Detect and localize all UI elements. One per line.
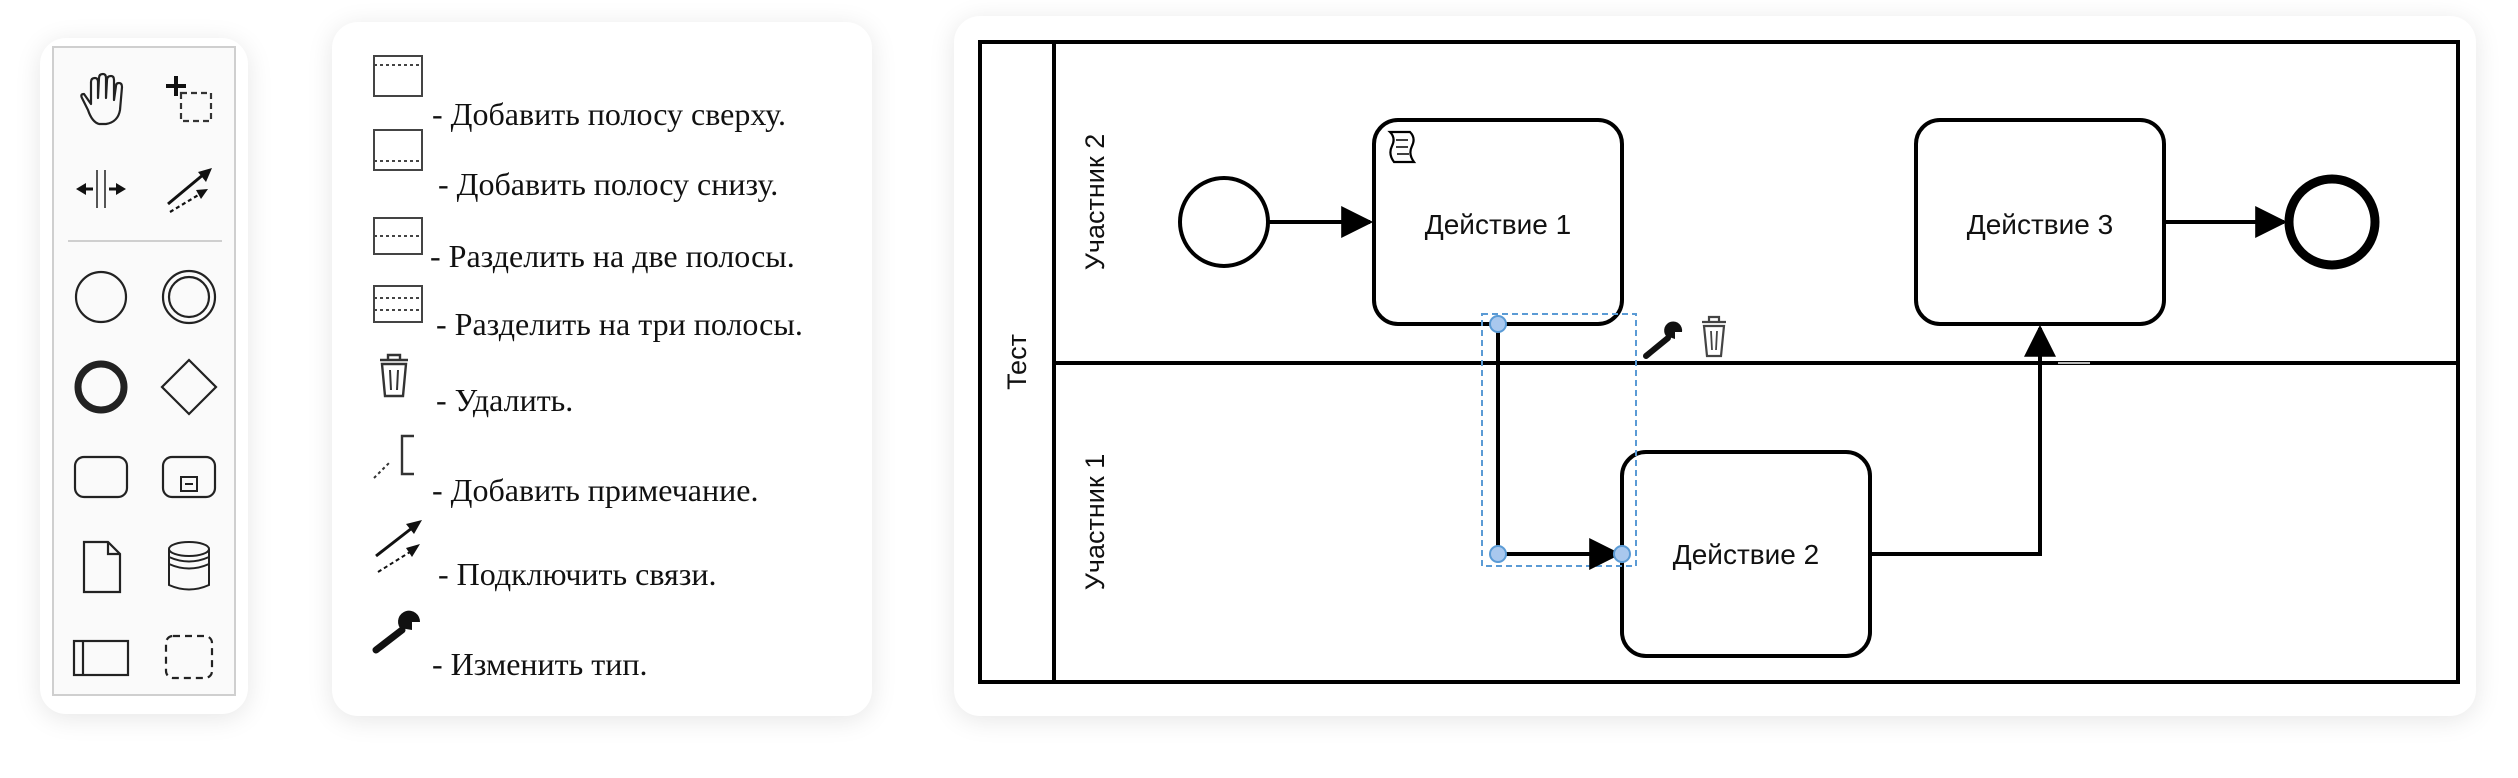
legend-text: - Изменить тип. <box>432 646 648 682</box>
connect-icon <box>375 520 422 573</box>
data-store-icon[interactable] <box>154 532 224 602</box>
add-lane-below-icon <box>373 129 423 171</box>
legend-text: - Добавить полосу сверху. <box>432 96 786 132</box>
trash-icon <box>380 353 408 398</box>
legend-text: - Разделить на три полосы. <box>436 306 803 342</box>
hand-tool-icon[interactable] <box>66 66 136 136</box>
intermediate-event-icon[interactable] <box>154 262 224 332</box>
task-2-label: Действие 2 <box>1673 539 1819 570</box>
task-3-label: Действие 3 <box>1967 209 2113 240</box>
palette-panel <box>40 38 248 714</box>
flow-handle[interactable] <box>1489 545 1507 563</box>
legend-text: - Добавить примечание. <box>432 472 759 508</box>
lane-label-2: Участник 2 <box>1080 134 1110 270</box>
wrench-icon <box>372 610 421 654</box>
sequence-flow[interactable] <box>1870 324 2056 556</box>
legend-text: - Разделить на две полосы. <box>430 238 795 274</box>
pool-icon[interactable] <box>66 622 136 692</box>
legend-text: - Удалить. <box>436 382 574 418</box>
task-1-label: Действие 1 <box>1425 209 1571 240</box>
data-object-icon[interactable] <box>66 532 136 602</box>
start-event-icon[interactable] <box>66 262 136 332</box>
tool-palette <box>52 46 236 696</box>
flow-handle[interactable] <box>1489 315 1507 333</box>
start-event[interactable] <box>1178 176 1270 268</box>
lasso-tool-icon[interactable] <box>154 66 224 136</box>
subprocess-icon[interactable] <box>154 442 224 512</box>
trash-icon[interactable] <box>1702 315 1726 358</box>
group-icon[interactable] <box>154 622 224 692</box>
add-lane-above-icon <box>373 55 423 97</box>
diagram-panel: Тест Участник 2 Участник 1 Действие 1 Де… <box>954 16 2476 716</box>
selection-outline <box>1481 313 1637 567</box>
task-icon[interactable] <box>66 442 136 512</box>
lane-label-1: Участник 1 <box>1080 454 1110 590</box>
split-two-lanes-icon <box>373 217 423 255</box>
script-task-icon <box>1387 130 1417 164</box>
legend-text: - Подключить связи. <box>438 556 717 592</box>
end-event[interactable] <box>2284 174 2380 270</box>
palette-separator <box>68 240 222 242</box>
gateway-icon[interactable] <box>154 352 224 422</box>
pool-label: Тест <box>1002 334 1032 390</box>
selected-sequence-flow[interactable] <box>1496 324 1622 570</box>
wrench-icon[interactable] <box>1643 321 1683 359</box>
bpmn-diagram: Тест Участник 2 Участник 1 Действие 1 Де… <box>978 40 2460 684</box>
split-three-lanes-icon <box>373 285 423 323</box>
space-tool-icon[interactable] <box>66 154 136 224</box>
flow-handle[interactable] <box>1613 545 1631 563</box>
text-annotation-icon <box>373 434 414 479</box>
legend-text: - Добавить полосу снизу. <box>438 166 779 202</box>
end-event-icon[interactable] <box>66 352 136 422</box>
legend-panel: - Добавить полосу сверху. - Добавить пол… <box>332 22 872 716</box>
connect-tool-icon[interactable] <box>154 154 224 224</box>
